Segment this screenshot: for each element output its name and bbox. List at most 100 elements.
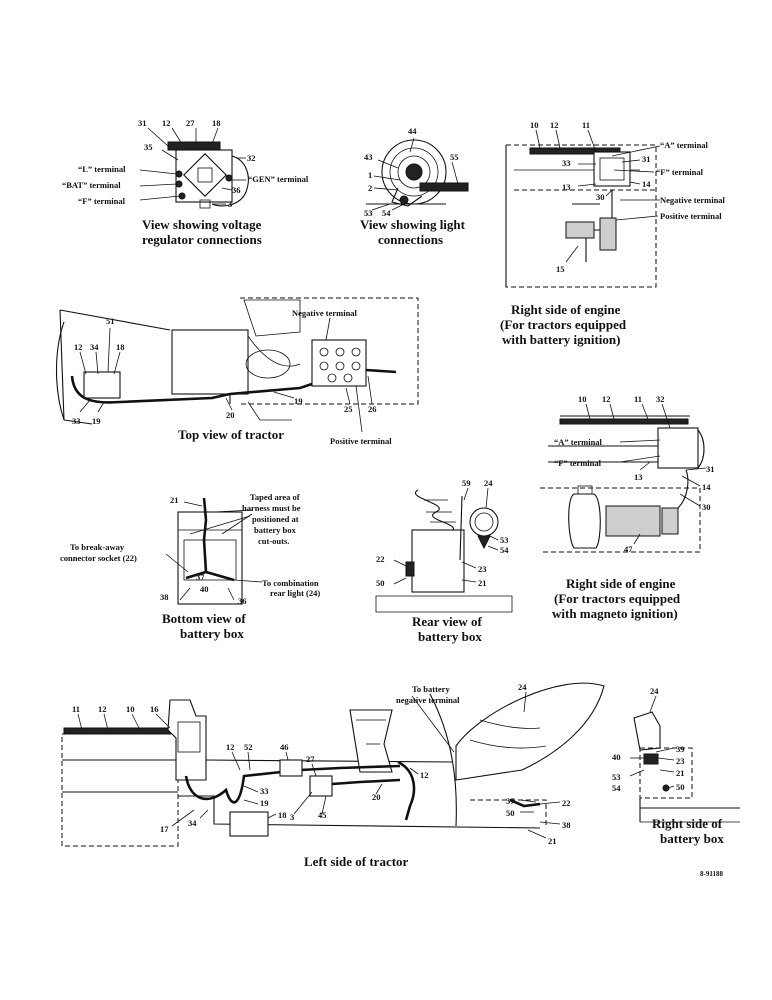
callout-25: 25 <box>344 404 353 414</box>
callout-18: 18 <box>212 118 221 128</box>
callout-14: 14 <box>642 179 651 189</box>
panel-voltage-regulator: 31 12 27 18 35 32 36 3 “L” terminal “BAT… <box>62 118 309 247</box>
caption-right-box-2: battery box <box>660 831 724 846</box>
callout-54: 54 <box>382 208 391 218</box>
to-break-away-1: To break-away <box>70 542 125 552</box>
caption-bottom-view-1: Bottom view of <box>162 611 246 626</box>
callout-10: 10 <box>126 704 135 714</box>
panel-right-side-magneto: 10 12 11 32 “A” terminal “F” terminal 31… <box>540 394 715 621</box>
callout-19: 19 <box>260 798 269 808</box>
callout-12: 12 <box>162 118 171 128</box>
caption-voltage-regulator-2: regulator connections <box>142 232 262 247</box>
callout-12: 12 <box>602 394 611 404</box>
callout-24: 24 <box>650 686 659 696</box>
taped-area-1: Taped area of <box>250 492 300 502</box>
a-terminal-label-2: “A” terminal <box>554 437 603 447</box>
callout-10: 10 <box>578 394 587 404</box>
callout-1: 1 <box>368 170 372 180</box>
caption-rear-view-1: Rear view of <box>412 614 482 629</box>
callout-30: 30 <box>702 502 711 512</box>
callout-33: 33 <box>562 158 571 168</box>
positive-terminal-label-2: Positive terminal <box>330 436 392 446</box>
caption-top-view: Top view of tractor <box>178 427 284 442</box>
to-break-away-2: connector socket (22) <box>60 553 137 563</box>
panel-bottom-view-battery-box: 21 Taped area of harness must be positio… <box>60 492 320 641</box>
caption-light-2: connections <box>378 232 443 247</box>
panel-top-view: 51 12 34 18 33 19 20 19 25 26 Negative t… <box>56 297 419 446</box>
callout-32: 32 <box>656 394 665 404</box>
callout-51: 51 <box>106 316 115 326</box>
caption-battery-ign-2: (For tractors equipped <box>500 317 627 332</box>
callout-21: 21 <box>170 495 179 505</box>
callout-21: 21 <box>676 768 685 778</box>
callout-10: 10 <box>530 120 539 130</box>
callout-13: 13 <box>634 472 643 482</box>
callout-47: 47 <box>624 544 633 554</box>
callout-40: 40 <box>612 752 621 762</box>
caption-battery-ign-3: with battery ignition) <box>502 332 620 347</box>
callout-37: 37 <box>506 796 515 806</box>
callout-53: 53 <box>612 772 621 782</box>
callout-35: 35 <box>144 142 153 152</box>
callout-20: 20 <box>226 410 235 420</box>
callout-37: 37 <box>196 572 205 582</box>
callout-19: 19 <box>92 416 101 426</box>
panel-right-side-battery-ignition: 10 12 11 “A” terminal 31 33 “F” terminal… <box>500 120 726 347</box>
f-terminal-label-2: “F” terminal <box>554 458 602 468</box>
a-terminal-label-1: “A” terminal <box>660 140 709 150</box>
to-battery-1: To battery <box>412 684 450 694</box>
callout-24: 24 <box>518 682 527 692</box>
l-terminal-label: “L” terminal <box>78 164 126 174</box>
caption-magneto-3: with magneto ignition) <box>552 606 678 621</box>
panel-rear-view-battery-box: 59 24 53 54 23 21 22 50 Rear view of bat… <box>375 478 513 644</box>
callout-50: 50 <box>376 578 385 588</box>
taped-area-4: battery box <box>254 525 297 535</box>
callout-40: 40 <box>200 584 209 594</box>
negative-terminal-label-1: Negative terminal <box>660 195 726 205</box>
callout-54: 54 <box>612 783 621 793</box>
f-terminal-label-1: “F” terminal <box>656 167 704 177</box>
callout-19b: 19 <box>294 396 303 406</box>
callout-30: 30 <box>596 192 605 202</box>
callout-33: 33 <box>260 786 269 796</box>
callout-12: 12 <box>74 342 83 352</box>
callout-44: 44 <box>408 126 417 136</box>
taped-area-3: positioned at <box>252 514 299 524</box>
callout-34: 34 <box>90 342 99 352</box>
callout-23: 23 <box>676 756 685 766</box>
callout-59: 59 <box>462 478 471 488</box>
callout-21: 21 <box>478 578 487 588</box>
callout-22: 22 <box>562 798 571 808</box>
callout-23: 23 <box>478 564 487 574</box>
caption-light-1: View showing light <box>360 217 466 232</box>
callout-53: 53 <box>364 208 373 218</box>
caption-left-side: Left side of tractor <box>304 854 409 869</box>
callout-18: 18 <box>116 342 125 352</box>
callout-50: 50 <box>676 782 685 792</box>
panel-light-connections: 44 43 1 2 55 53 54 View showing light co… <box>360 126 469 247</box>
callout-36: 36 <box>238 596 247 606</box>
caption-magneto-1: Right side of engine <box>566 576 676 591</box>
callout-38: 38 <box>562 820 571 830</box>
panel-left-side: 11 12 10 16 12 52 46 33 19 18 17 34 3 27… <box>61 682 605 869</box>
callout-33: 33 <box>72 416 81 426</box>
bat-terminal-label: “BAT” terminal <box>62 180 121 190</box>
caption-rear-view-2: battery box <box>418 629 482 644</box>
callout-11: 11 <box>582 120 590 130</box>
caption-magneto-2: (For tractors equipped <box>554 591 681 606</box>
callout-12: 12 <box>550 120 559 130</box>
callout-12: 12 <box>98 704 107 714</box>
callout-20: 20 <box>372 792 381 802</box>
callout-12: 12 <box>226 742 235 752</box>
callout-38: 38 <box>160 592 169 602</box>
taped-area-5: cut-outs. <box>258 536 289 546</box>
callout-27: 27 <box>186 118 195 128</box>
callout-16: 16 <box>150 704 159 714</box>
callout-45: 45 <box>318 810 327 820</box>
callout-26: 26 <box>368 404 377 414</box>
callout-24: 24 <box>484 478 493 488</box>
to-combination-2: rear light (24) <box>270 588 320 598</box>
figure-id: 8-91188 <box>700 870 723 878</box>
to-battery-2: negative terminal <box>396 695 460 705</box>
callout-22: 22 <box>376 554 385 564</box>
